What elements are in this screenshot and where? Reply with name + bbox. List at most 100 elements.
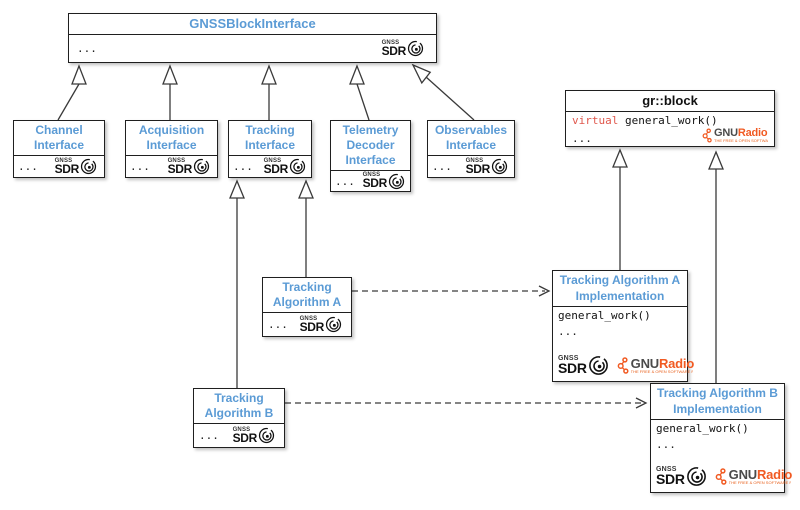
gnss-sdr-swirl-icon [258, 427, 275, 444]
gnss-sdr-swirl-icon [325, 316, 342, 333]
ellipsis-member: ... [335, 174, 355, 188]
gnuradio-gnu-text: GNU [630, 356, 659, 371]
gnuradio-tagline: THE FREE & OPEN SOFTWARE RADIO ECOSYSTEM [728, 481, 791, 485]
inheritance-edge-algorithm-a-to-tracking-interface [298, 179, 314, 277]
gnss-sdr-logo: GNSS SDR [466, 158, 508, 175]
gnss-sdr-wordmark: GNSS SDR [263, 158, 289, 176]
gnss-sdr-wordmark: GNSS SDR [656, 466, 685, 486]
gnss-sdr-logo: GNSS SDR [300, 316, 342, 333]
class-title: Acquisition Interface [126, 121, 217, 156]
ellipsis-member: ... [199, 429, 219, 442]
gnss-sdr-swirl-icon [388, 173, 405, 189]
gnuradio-wordmark: GNURadio THE FREE & OPEN SOFTWARE RADIO … [728, 467, 793, 485]
class-box-observables-interface: Observables Interface ... GNSS SDR [427, 120, 515, 178]
inheritance-edge-channel-to-gnssblockinterface [57, 64, 87, 121]
class-box-channel-interface: Channel Interface ... GNSS SDR [13, 120, 105, 178]
ellipsis-member: ... [268, 318, 288, 331]
inheritance-edge-acquisition-to-gnssblockinterface [162, 64, 178, 120]
gnss-sdr-small-text: GNSS [299, 315, 318, 322]
gnuradio-icon [617, 357, 629, 374]
dependency-arrow-algorithm-b-to-impl-b [285, 397, 648, 409]
gnss-sdr-big-text: SDR [232, 430, 258, 445]
gnuradio-tagline: THE FREE & OPEN SOFTWARE RADIO ECOSYSTEM [714, 139, 768, 143]
gnss-sdr-small-text: GNSS [465, 157, 484, 164]
gnuradio-icon [702, 128, 712, 143]
method-general-work: general_work() [656, 422, 749, 435]
ellipsis-member: ... [77, 42, 97, 55]
gnss-sdr-small-text: GNSS [362, 172, 381, 178]
ellipsis-member: ... [432, 160, 452, 173]
class-title: Tracking Algorithm A [263, 278, 351, 313]
gnss-sdr-big-text: SDR [381, 43, 407, 58]
class-title: Tracking Interface [229, 121, 311, 156]
gnuradio-wordmark: GNURadio THE FREE & OPEN SOFTWARE RADIO … [630, 356, 695, 374]
method-name: general_work() [624, 114, 718, 127]
inheritance-edge-tracking-to-gnssblockinterface [261, 64, 277, 120]
gnss-sdr-wordmark: GNSS SDR [558, 355, 587, 376]
gnss-sdr-swirl-icon [491, 158, 508, 175]
class-box-tracking-interface: Tracking Interface ... GNSS SDR [228, 120, 312, 178]
class-title: Channel Interface [14, 121, 104, 156]
gnss-sdr-big-text: SDR [299, 319, 325, 334]
gnss-sdr-logo: GNSS SDR [55, 158, 97, 175]
class-title: gr::block [566, 91, 774, 112]
method-general-work: general_work() [558, 309, 651, 322]
inheritance-edge-algorithm-b-to-tracking-interface [229, 179, 245, 388]
class-title: Tracking Algorithm A Implementation [553, 271, 687, 307]
gnuradio-gnu-text: GNU [728, 467, 757, 482]
gnss-sdr-small-text: GNSS [558, 355, 579, 362]
class-box-gnssblockinterface: GNSSBlockInterface ... GNSS SDR [68, 13, 437, 63]
gnss-sdr-swirl-icon [686, 467, 706, 486]
gnss-sdr-wordmark: GNSS SDR [167, 157, 193, 176]
gnss-sdr-swirl-icon [80, 158, 97, 175]
gnss-sdr-logo: GNSS SDR [264, 158, 306, 175]
gnss-sdr-small-text: GNSS [167, 157, 186, 164]
gnss-sdr-swirl-icon [193, 158, 210, 175]
gnss-sdr-logo: GNSS SDR [362, 172, 405, 190]
ellipsis-member: ... [130, 160, 150, 173]
gnss-sdr-small-text: GNSS [54, 157, 73, 164]
gnss-sdr-logo: GNSS SDR [168, 158, 210, 175]
ellipsis-member: ... [572, 132, 592, 145]
gnss-sdr-small-text: GNSS [232, 426, 251, 433]
gnuradio-gnu-text: GNU [714, 127, 738, 139]
gnuradio-icon [715, 468, 727, 485]
ellipsis-member: ... [558, 325, 578, 338]
gnss-sdr-swirl-icon [588, 356, 608, 375]
inheritance-edge-telemetry-to-gnssblockinterface [349, 64, 370, 121]
class-title: Tracking Algorithm B Implementation [651, 384, 784, 420]
ellipsis-member: ... [656, 438, 676, 451]
gnss-sdr-wordmark: GNSS SDR [362, 172, 388, 190]
gnss-sdr-big-text: SDR [362, 176, 388, 190]
gnss-sdr-logo: GNSS SDR [382, 40, 424, 57]
gnss-sdr-swirl-icon [289, 158, 306, 175]
gnss-sdr-wordmark: GNSS SDR [232, 426, 258, 445]
gnss-sdr-small-text: GNSS [656, 466, 677, 473]
gnss-sdr-big-text: SDR [54, 161, 80, 176]
gnss-sdr-big-text: SDR [558, 360, 587, 376]
class-box-tracking-algorithm-a: Tracking Algorithm A ... GNSS SDR [262, 277, 352, 337]
gnuradio-radio-text: Radio [737, 127, 768, 139]
gnuradio-radio-text: Radio [658, 356, 695, 371]
gnss-sdr-wordmark: GNSS SDR [381, 39, 407, 58]
class-box-tracking-algorithm-b-implementation: Tracking Algorithm B Implementation gene… [650, 383, 792, 493]
inheritance-edge-impl-a-to-grblock [612, 148, 628, 270]
class-title: Tracking Algorithm B [194, 389, 284, 424]
ellipsis-member: ... [233, 160, 253, 173]
gnss-sdr-wordmark: GNSS SDR [465, 157, 491, 175]
gnss-sdr-logo: GNSS SDR [656, 466, 707, 487]
gnss-sdr-big-text: SDR [263, 161, 289, 176]
gnuradio-logo: GNURadio THE FREE & OPEN SOFTWARE RADIO … [702, 128, 768, 143]
gnss-sdr-wordmark: GNSS SDR [54, 157, 80, 176]
inheritance-edge-impl-b-to-grblock [708, 150, 724, 383]
class-title: GNSSBlockInterface [69, 14, 436, 35]
gnss-sdr-swirl-icon [407, 40, 424, 57]
gnuradio-radio-text: Radio [756, 467, 793, 482]
virtual-keyword: virtual [572, 114, 619, 127]
class-title: Observables Interface [428, 121, 514, 156]
inheritance-edge-observables-to-gnssblockinterface [411, 63, 475, 121]
class-box-tracking-algorithm-a-implementation: Tracking Algorithm A Implementation gene… [552, 270, 694, 382]
gnss-sdr-big-text: SDR [167, 161, 193, 176]
gnss-sdr-small-text: GNSS [381, 39, 400, 46]
